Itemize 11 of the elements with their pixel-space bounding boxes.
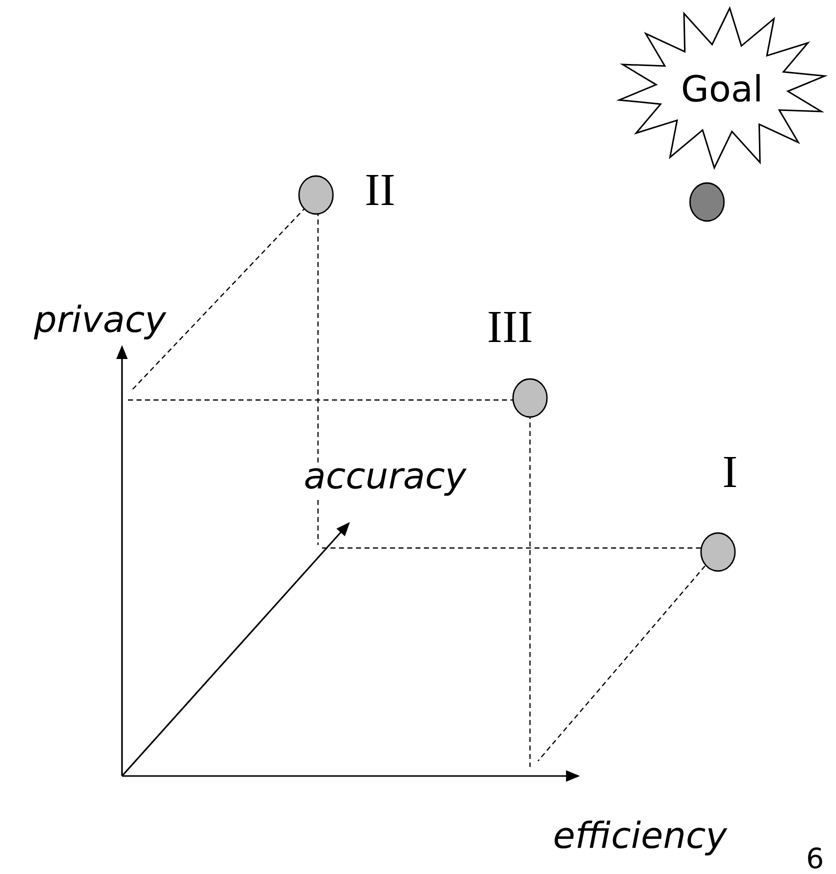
point-marker bbox=[700, 532, 736, 572]
axis-label: accuracy bbox=[302, 466, 468, 498]
point-marker bbox=[689, 182, 725, 222]
point-marker bbox=[512, 378, 548, 418]
axis-label: privacy bbox=[32, 302, 168, 342]
point-label: I bbox=[724, 456, 736, 488]
point-label: II bbox=[366, 174, 394, 206]
page-number: 6 bbox=[804, 845, 826, 871]
point-marker bbox=[298, 175, 334, 215]
point-label: III bbox=[488, 312, 532, 342]
axis-label: efficiency bbox=[551, 818, 729, 858]
